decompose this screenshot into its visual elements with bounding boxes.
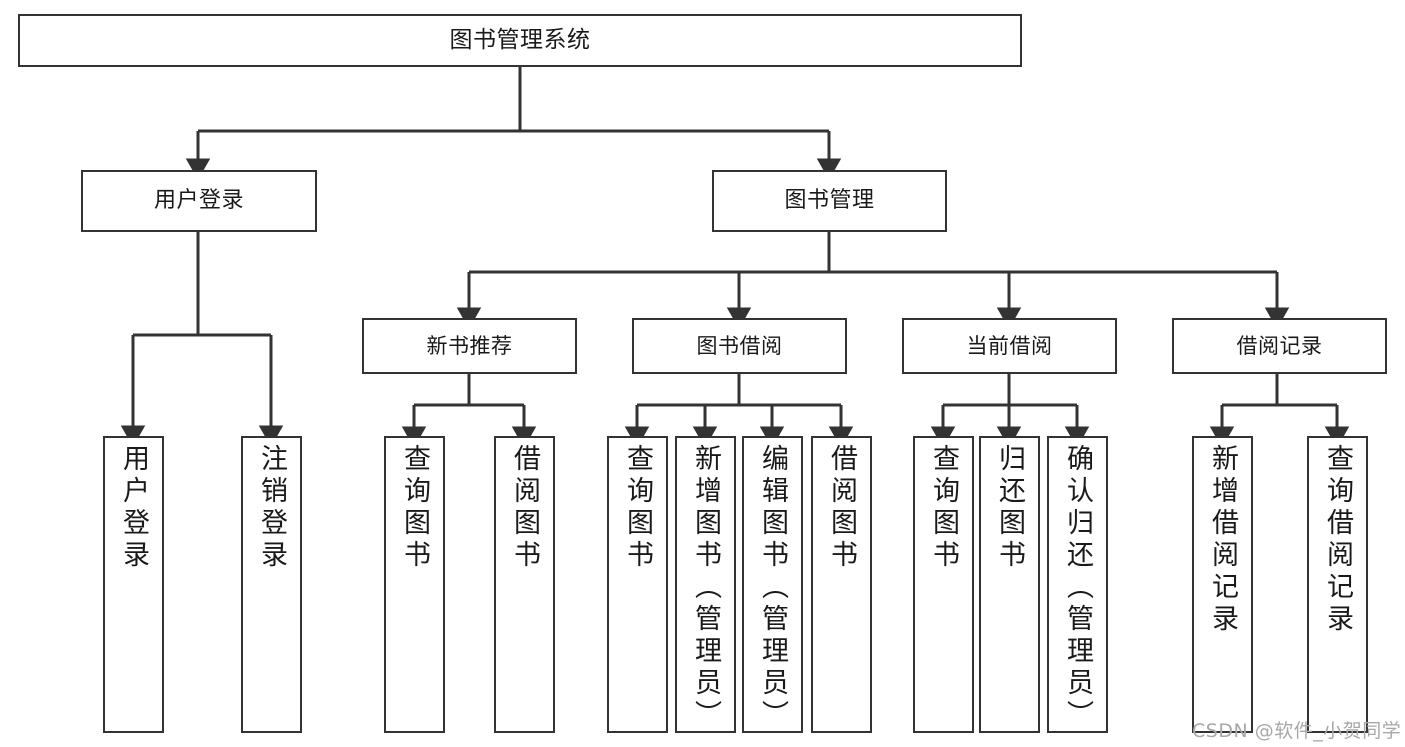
node-root-label: 图书管理系统 (449, 26, 591, 53)
connector-root-to-level2 (185, 67, 842, 180)
node-new-book-recommend[interactable]: 新书推荐 (362, 318, 577, 374)
node-leaf-borrow-book-label: 借阅图书 (826, 444, 857, 572)
node-book-borrow[interactable]: 图书借阅 (632, 318, 847, 374)
node-leaf-return-book[interactable]: 归还图书 (979, 436, 1040, 733)
connector-new-book-recommend-to-leaves (401, 374, 537, 448)
node-root[interactable]: 图书管理系统 (18, 14, 1022, 67)
node-leaf-query-book-borrow[interactable]: 查询图书 (607, 436, 668, 733)
node-leaf-edit-book-admin-label: 编辑图书（管理员） (757, 444, 788, 732)
node-leaf-confirm-return-admin[interactable]: 确认归还（管理员） (1047, 436, 1108, 733)
node-user-login-label: 用户登录 (153, 188, 244, 214)
node-book-management-label: 图书管理 (784, 188, 875, 214)
node-leaf-borrow-book[interactable]: 借阅图书 (811, 436, 872, 733)
node-current-borrow-label: 当前借阅 (966, 333, 1053, 358)
node-leaf-add-borrow-record-label: 新增借阅记录 (1207, 444, 1238, 636)
node-leaf-query-book-borrow-label: 查询图书 (622, 444, 653, 572)
node-leaf-user-login-label: 用户登录 (118, 444, 149, 572)
node-leaf-add-book-admin[interactable]: 新增图书（管理员） (675, 436, 736, 733)
node-leaf-user-login[interactable]: 用户登录 (103, 436, 164, 733)
node-leaf-add-book-admin-label: 新增图书（管理员） (690, 444, 721, 732)
node-book-borrow-label: 图书借阅 (696, 333, 783, 358)
node-leaf-return-book-label: 归还图书 (994, 444, 1025, 572)
node-borrow-record-label: 借阅记录 (1236, 333, 1323, 358)
connector-user-login-to-leaves (120, 232, 284, 447)
node-user-login[interactable]: 用户登录 (81, 170, 317, 232)
node-current-borrow[interactable]: 当前借阅 (902, 318, 1117, 374)
node-leaf-query-borrow-record-label: 查询借阅记录 (1322, 444, 1353, 636)
node-leaf-borrow-book-recommend-label: 借阅图书 (509, 444, 540, 572)
node-leaf-add-borrow-record[interactable]: 新增借阅记录 (1192, 436, 1253, 733)
node-leaf-query-book-current[interactable]: 查询图书 (913, 436, 974, 733)
node-borrow-record[interactable]: 借阅记录 (1172, 318, 1387, 374)
connector-book-borrow-to-leaves (624, 374, 854, 448)
node-leaf-query-borrow-record[interactable]: 查询借阅记录 (1307, 436, 1368, 733)
connector-book-management-to-level3 (456, 232, 1290, 329)
connector-borrow-record-to-leaves (1209, 374, 1350, 448)
node-leaf-borrow-book-recommend[interactable]: 借阅图书 (494, 436, 555, 733)
node-new-book-recommend-label: 新书推荐 (426, 333, 513, 358)
node-book-management[interactable]: 图书管理 (712, 170, 947, 232)
node-leaf-confirm-return-admin-label: 确认归还（管理员） (1062, 444, 1093, 732)
node-leaf-query-book-recommend-label: 查询图书 (399, 444, 430, 572)
node-leaf-edit-book-admin[interactable]: 编辑图书（管理员） (742, 436, 803, 733)
node-leaf-user-logout-label: 注销登录 (256, 444, 287, 572)
node-leaf-query-book-recommend[interactable]: 查询图书 (384, 436, 445, 733)
node-leaf-user-logout[interactable]: 注销登录 (241, 436, 302, 733)
node-leaf-query-book-current-label: 查询图书 (928, 444, 959, 572)
connector-current-borrow-to-leaves (930, 374, 1090, 448)
